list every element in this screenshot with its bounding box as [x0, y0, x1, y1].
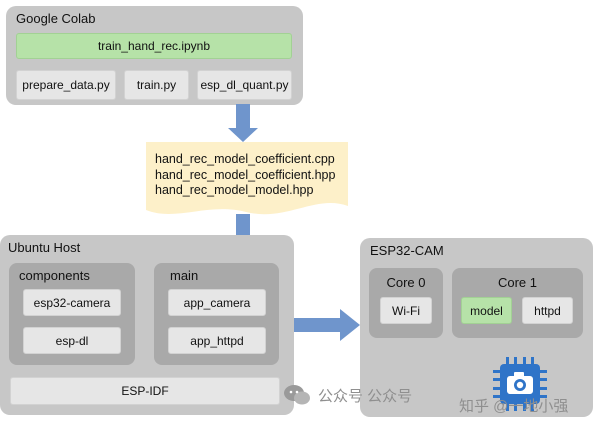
- model-files-document: [146, 142, 348, 215]
- watermark-right: 知乎 @一地小强: [459, 398, 569, 415]
- watermark-left: 公众号 公众号: [318, 388, 413, 405]
- component-esp-dl: esp-dl: [23, 327, 121, 354]
- components-title: components: [19, 268, 90, 283]
- core0-title: Core 0: [386, 275, 426, 290]
- main-app-httpd: app_httpd: [168, 327, 266, 354]
- arrow-down-icon-1: [228, 104, 258, 142]
- chip-icon: [493, 357, 547, 411]
- arrow-right-icon: [293, 309, 360, 341]
- model-file-3: hand_rec_model_model.hpp: [155, 183, 314, 197]
- notebook-box: train_hand_rec.ipynb: [16, 33, 292, 59]
- model-files-text: hand_rec_model_coefficient.cpp hand_rec_…: [155, 152, 335, 199]
- esp-idf-box: ESP-IDF: [10, 377, 280, 405]
- component-esp32-camera: esp32-camera: [23, 289, 121, 316]
- core0-wifi: Wi-Fi: [380, 297, 432, 324]
- main-title: main: [170, 268, 199, 283]
- google-colab-title: Google Colab: [16, 11, 96, 26]
- camera-icon: [507, 372, 533, 394]
- script-prepare-data: prepare_data.py: [16, 70, 116, 100]
- core1-httpd: httpd: [522, 297, 573, 324]
- core1-model: model: [461, 297, 512, 324]
- script-train: train.py: [124, 70, 189, 100]
- wechat-icon: [284, 385, 310, 405]
- model-file-1: hand_rec_model_coefficient.cpp: [155, 152, 335, 166]
- main-app-camera: app_camera: [168, 289, 266, 316]
- ubuntu-host-title: Ubuntu Host: [8, 240, 81, 255]
- esp32-cam-title: ESP32-CAM: [370, 243, 444, 258]
- script-esp-dl-quant: esp_dl_quant.py: [197, 70, 292, 100]
- core1-title: Core 1: [497, 275, 538, 290]
- model-file-2: hand_rec_model_coefficient.hpp: [155, 167, 336, 182]
